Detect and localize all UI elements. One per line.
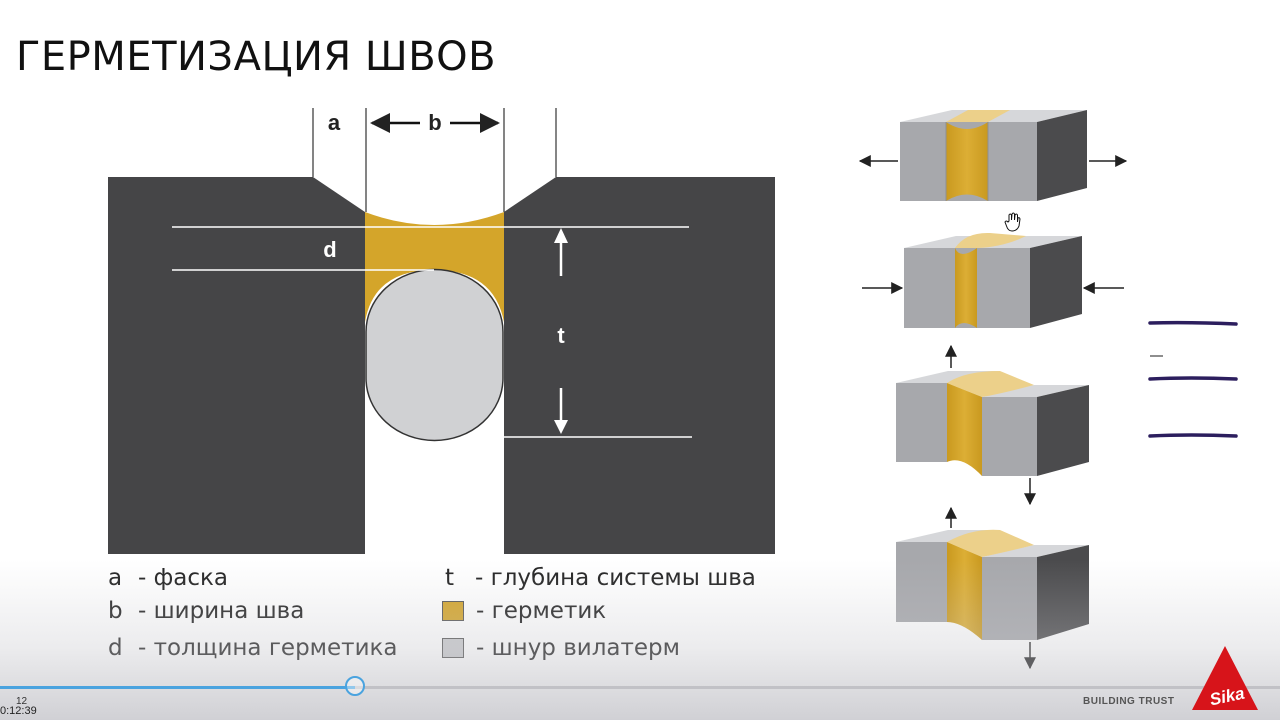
joint-block-shear-2 xyxy=(896,506,1089,670)
joint-block-shear-1 xyxy=(896,344,1089,506)
label-a: a xyxy=(328,110,341,135)
annotation-stroke-2 xyxy=(1148,376,1238,381)
backer-rod-swatch xyxy=(442,638,464,658)
progress-fill xyxy=(0,686,355,689)
sealant-swatch xyxy=(442,601,464,621)
playback-time: 0:12:39 xyxy=(0,705,37,717)
left-concrete-slab xyxy=(108,177,365,554)
label-t: t xyxy=(557,323,565,348)
legend-item-d: d- толщина герметика xyxy=(108,635,398,661)
legend-item-t: t- глубина системы шва xyxy=(445,565,756,591)
backer-rod xyxy=(365,268,504,442)
label-b: b xyxy=(428,110,441,135)
legend-item-sealant: - герметик xyxy=(442,598,606,624)
hand-cursor-icon xyxy=(1004,212,1021,232)
annotation-stroke-1 xyxy=(1148,320,1238,326)
legend-item-a: a- фаска xyxy=(108,565,229,591)
progress-scrubber[interactable] xyxy=(344,676,365,696)
label-d: d xyxy=(323,237,336,262)
brand-slogan: BUILDING TRUST xyxy=(1083,696,1175,707)
slide-number: 12 xyxy=(16,696,28,707)
annotation-stroke-3 xyxy=(1148,433,1238,438)
joint-block-compression xyxy=(862,232,1124,328)
slide-title: ГЕРМЕТИЗАЦИЯ ШВОВ xyxy=(16,34,497,80)
joint-block-tension xyxy=(858,110,1128,201)
legend-item-backer-rod: - шнур вилатерм xyxy=(442,635,680,661)
sealant-fill xyxy=(365,212,504,322)
right-concrete-slab xyxy=(504,177,775,554)
sika-logo: Sika xyxy=(1192,646,1258,710)
progress-bar[interactable] xyxy=(0,686,1280,689)
legend-item-b: b- ширина шва xyxy=(108,598,305,624)
